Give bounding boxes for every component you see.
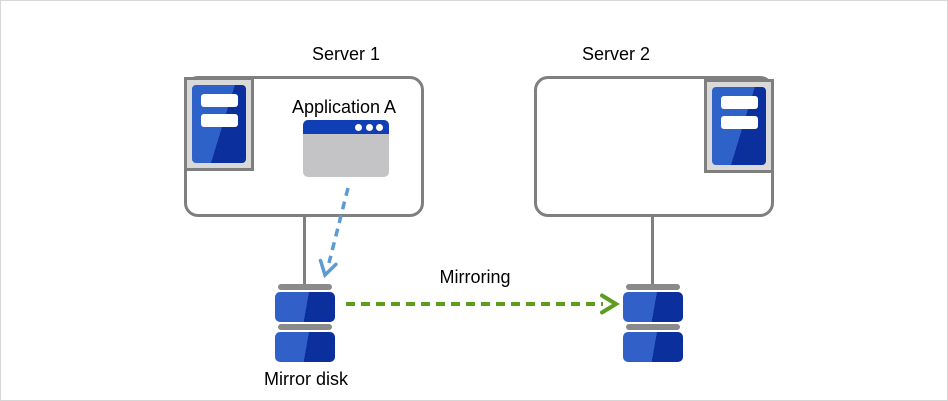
application-window-icon xyxy=(303,120,389,177)
server2-title: Server 2 xyxy=(581,44,651,64)
tower-slot-icon xyxy=(201,114,238,127)
mirror-disk1-icon xyxy=(275,284,335,362)
window-titlebar xyxy=(303,120,389,134)
server1-icon xyxy=(184,77,254,171)
server1-title: Server 1 xyxy=(311,44,381,64)
mirror-disk2-icon xyxy=(623,284,683,362)
mirroring-arrow xyxy=(346,293,620,315)
disk-cap xyxy=(626,324,680,330)
server2-icon xyxy=(704,79,774,173)
tower-slot-icon xyxy=(201,94,238,107)
disk-cap xyxy=(278,324,332,330)
mirror-disk-label: Mirror disk xyxy=(264,369,348,389)
server2-disk-connector xyxy=(651,215,654,284)
disk-cap xyxy=(626,284,680,290)
disk-cap xyxy=(278,284,332,290)
server-tower-icon xyxy=(712,87,766,165)
disk-platter xyxy=(275,332,335,362)
disk-platter xyxy=(623,332,683,362)
server1-disk-connector xyxy=(303,216,306,284)
server-tower-icon xyxy=(192,85,246,163)
disk-platter xyxy=(623,292,683,322)
tower-slot-icon xyxy=(721,96,758,109)
window-dot-icon xyxy=(376,123,383,131)
mirroring-label: Mirroring xyxy=(439,267,511,287)
application-a-label: Application A xyxy=(291,97,397,117)
window-dot-icon xyxy=(355,123,362,131)
window-dot-icon xyxy=(365,123,373,131)
tower-slot-icon xyxy=(721,116,758,129)
disk-platter xyxy=(275,292,335,322)
